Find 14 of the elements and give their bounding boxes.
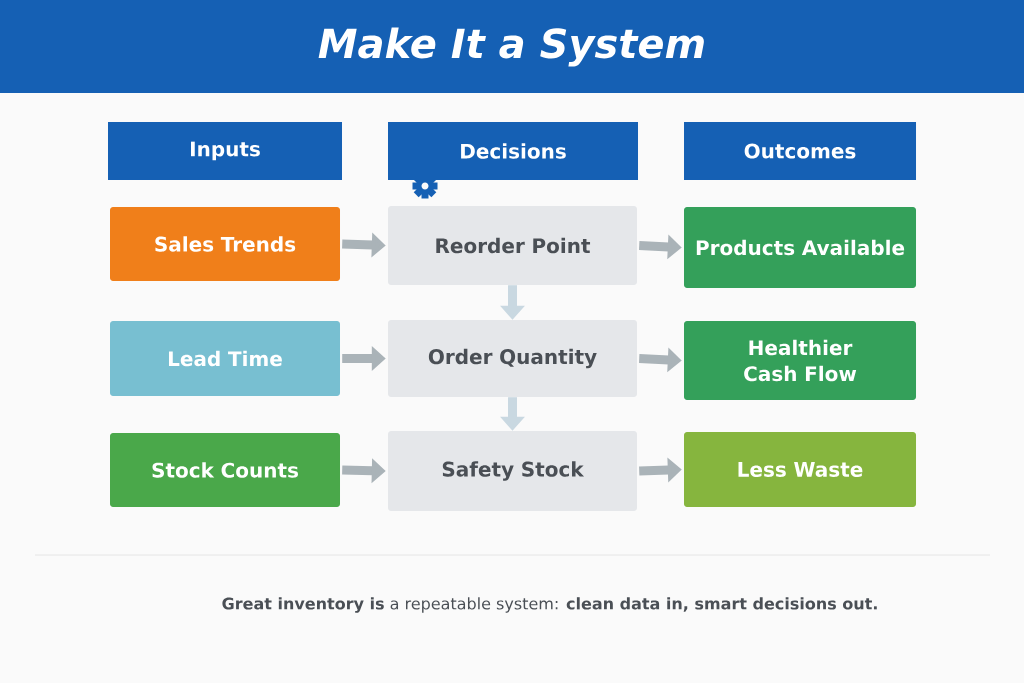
outcome-box: Less Waste: [684, 432, 916, 507]
outcome-box: Products Available: [684, 207, 916, 288]
input-box: Stock Counts: [110, 433, 340, 507]
decision-box: Reorder Point: [388, 206, 637, 285]
decision-box: Safety Stock: [388, 431, 637, 511]
header-box: Inputs: [108, 122, 342, 180]
decision-box: Order Quantity: [388, 320, 637, 397]
outcome-box: Healthier Cash Flow: [684, 321, 916, 400]
input-box: Lead Time: [110, 321, 340, 396]
header-box: Outcomes: [684, 122, 916, 180]
title-banner: Make It a System: [0, 0, 1024, 93]
caption: Great inventory is a repeatable system: clean data in, smart decisions out.: [222, 597, 877, 613]
input-box: Sales Trends: [110, 207, 340, 281]
header-box: Decisions: [388, 122, 638, 180]
